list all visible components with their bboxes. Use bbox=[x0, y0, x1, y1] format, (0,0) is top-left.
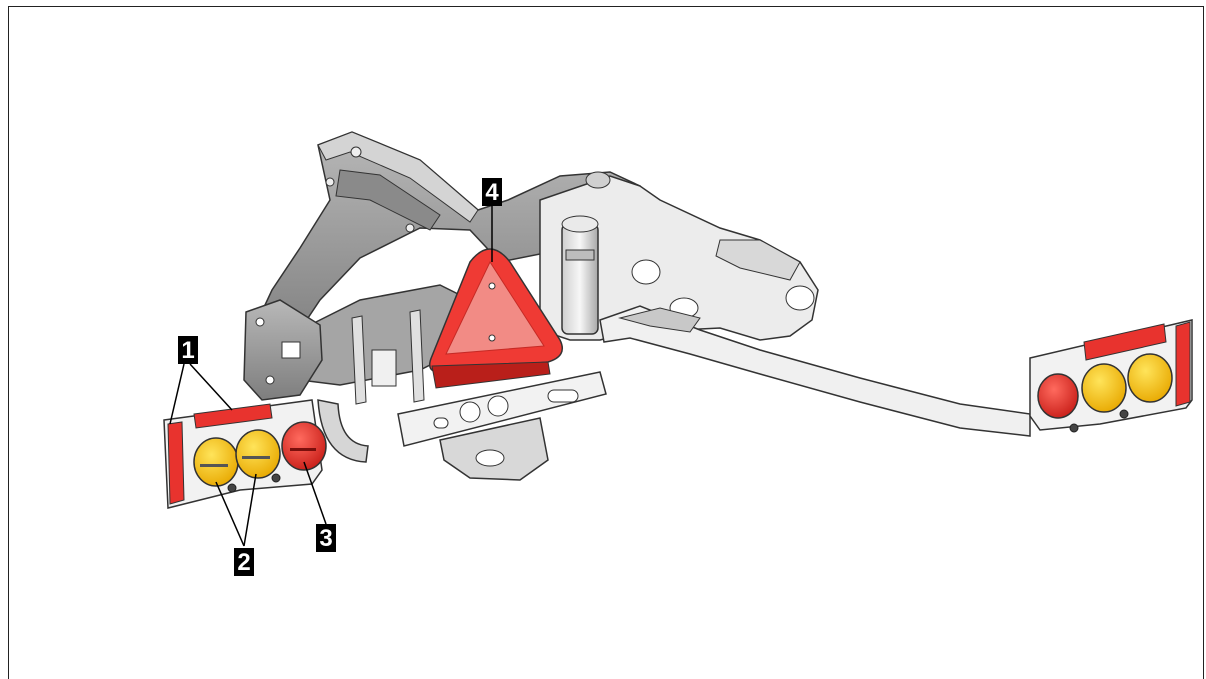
left-light-bar bbox=[163, 399, 327, 509]
right-support-arm bbox=[599, 305, 1031, 437]
callout-2: 2 bbox=[234, 548, 254, 576]
reflector-strip-top bbox=[193, 403, 273, 429]
boom-rib bbox=[335, 169, 441, 231]
callout-3: 3 bbox=[316, 524, 336, 552]
reflector-strip-vertical bbox=[1175, 321, 1191, 407]
callout-4-label: 4 bbox=[485, 179, 499, 206]
upper-pivot-block bbox=[539, 175, 819, 341]
right-light-bar bbox=[1029, 319, 1193, 433]
callout-1-label: 1 bbox=[181, 337, 194, 364]
leader-2b bbox=[243, 473, 257, 547]
leader-3 bbox=[303, 461, 327, 525]
leader-1a bbox=[169, 363, 185, 425]
hinge-hole bbox=[631, 259, 661, 285]
front-bracket bbox=[317, 309, 607, 481]
bar-hole bbox=[459, 401, 481, 423]
callout-1: 1 bbox=[178, 336, 198, 364]
reflector-strip-vertical bbox=[167, 421, 185, 505]
hinge-lug bbox=[715, 239, 801, 281]
figure-border bbox=[8, 6, 1204, 679]
bolt-hole bbox=[265, 375, 275, 385]
lower-hitch bbox=[439, 417, 549, 481]
mount-slot bbox=[281, 341, 301, 359]
amber-lamp-right-inner bbox=[1081, 363, 1127, 413]
main-frame bbox=[243, 131, 641, 401]
smv-triangle bbox=[429, 248, 563, 389]
mount-bracket bbox=[371, 349, 397, 387]
u-hook bbox=[317, 399, 369, 463]
bolt-hole bbox=[255, 317, 265, 327]
pivot-hole bbox=[350, 146, 362, 158]
red-lamp-left bbox=[281, 421, 327, 471]
leader-2a bbox=[215, 481, 245, 547]
leader-lines bbox=[169, 206, 493, 547]
callout-4: 4 bbox=[482, 178, 502, 206]
amber-lamp-left-outer bbox=[193, 437, 239, 487]
bar-slot bbox=[433, 417, 449, 429]
reflector-strip-top bbox=[1083, 323, 1167, 361]
callout-2-label: 2 bbox=[237, 549, 250, 576]
callout-3-label: 3 bbox=[319, 525, 332, 552]
bar-slot bbox=[547, 389, 579, 403]
pivot-hole bbox=[325, 177, 335, 187]
leader-1b bbox=[189, 363, 233, 411]
amber-lamp-left-inner bbox=[235, 429, 281, 479]
amber-lamp-right-outer bbox=[1127, 353, 1173, 403]
vertical-post bbox=[351, 315, 367, 405]
pivot-pin-top bbox=[585, 171, 611, 189]
bar-hole bbox=[487, 395, 509, 417]
hydraulic-cylinder bbox=[561, 215, 599, 335]
hinge-assembly bbox=[539, 171, 819, 341]
red-lamp-right bbox=[1037, 373, 1079, 419]
pivot-hole bbox=[405, 223, 415, 233]
hinge-hole bbox=[785, 285, 815, 311]
vertical-post bbox=[409, 309, 425, 403]
